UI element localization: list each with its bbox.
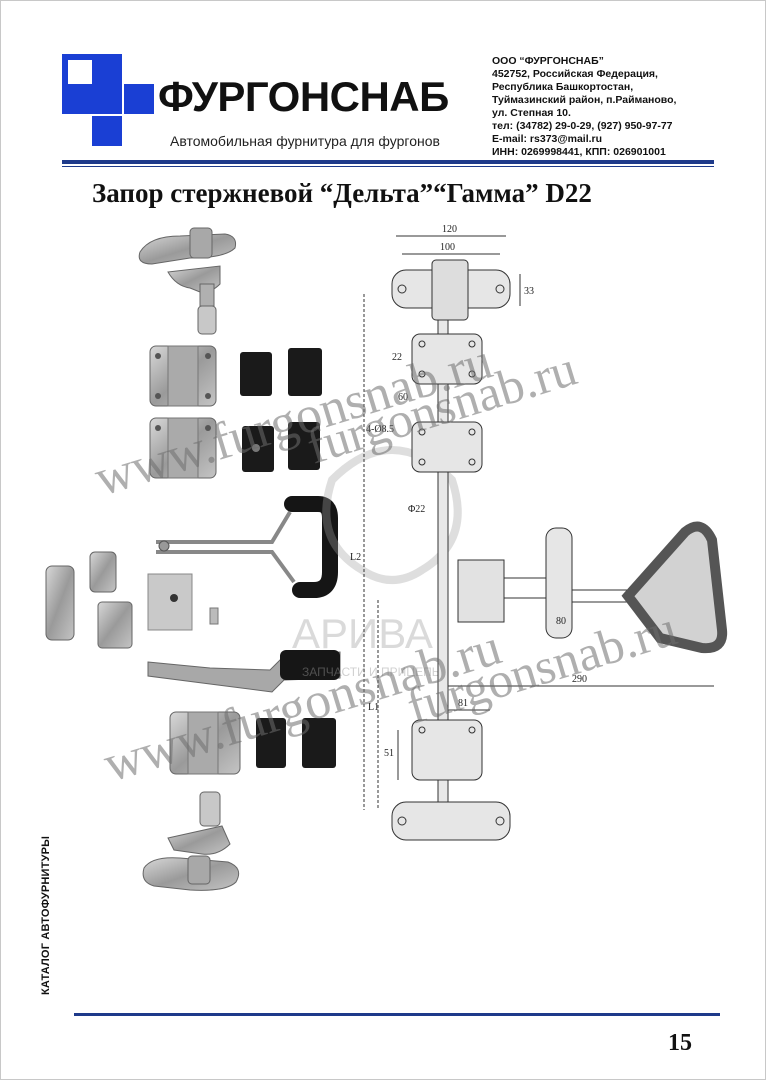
brand-name: ФУРГОНСНАБ bbox=[158, 73, 449, 120]
dim-33: 33 bbox=[524, 286, 534, 297]
dim-51: 51 bbox=[384, 748, 394, 759]
catalog-sidebar-label: КАТАЛОГ АВТОФУРНИТУРЫ bbox=[40, 835, 52, 995]
small-bracket-part bbox=[45, 551, 219, 649]
ariva-sub: ЗАПЧАСТИ И ПРИЦЕПЫ bbox=[302, 665, 442, 679]
dim-L2: L2 bbox=[350, 552, 361, 563]
header-divider-thin bbox=[62, 166, 714, 167]
technical-drawing: 120 100 33 22 60 4-Ø8.5 Φ22 L2 L1 290 81… bbox=[350, 224, 728, 841]
dim-81: 81 bbox=[458, 698, 468, 709]
email-line: E-mail: rs373@mail.ru bbox=[492, 133, 603, 145]
brand-logo-icon bbox=[62, 54, 154, 146]
latch-top-part bbox=[138, 227, 236, 335]
dim-L1: L1 bbox=[368, 702, 379, 713]
ariva-name: АРИВА bbox=[292, 610, 433, 657]
header-divider bbox=[62, 160, 714, 164]
phone-line: тел: (34782) 29-0-29, (927) 950-97-77 bbox=[492, 120, 673, 132]
dim-290: 290 bbox=[572, 674, 587, 685]
address-line: ул. Степная 10. bbox=[492, 107, 571, 119]
latch-bottom-part bbox=[142, 791, 240, 891]
inn-line: ИНН: 0269998441, КПП: 026901001 bbox=[492, 146, 666, 158]
address-line: Республика Башкортостан, bbox=[492, 81, 634, 93]
dim-120: 120 bbox=[442, 224, 457, 235]
bracket-part-bottom bbox=[169, 711, 336, 775]
dim-80: 80 bbox=[556, 616, 566, 627]
handle-part bbox=[156, 496, 338, 598]
page-number: 15 bbox=[668, 1030, 692, 1056]
footer-divider bbox=[74, 1013, 720, 1016]
brand-tagline: Автомобильная фурнитура для фургонов bbox=[170, 133, 440, 149]
dim-phi22: Φ22 bbox=[408, 504, 425, 515]
contact-block: ООО “ФУРГОНСНАБ” 452752, Российская Феде… bbox=[492, 55, 676, 159]
address-line: Туймазинский район, п.Райманово, bbox=[492, 94, 677, 106]
dim-4x85: 4-Ø8.5 bbox=[366, 424, 394, 435]
parts-illustration bbox=[45, 227, 341, 891]
ariva-logo-icon: АРИВА ЗАПЧАСТИ И ПРИЦЕПЫ bbox=[292, 446, 462, 679]
bracket-part bbox=[149, 345, 217, 479]
bushing-part bbox=[240, 348, 322, 472]
dim-100: 100 bbox=[440, 242, 455, 253]
address-line: 452752, Российская Федерация, bbox=[492, 68, 658, 80]
lever-part bbox=[147, 650, 341, 693]
dim-60: 60 bbox=[398, 392, 408, 403]
company-name: ООО “ФУРГОНСНАБ” bbox=[492, 55, 604, 67]
page-title: Запор стержневой “Дельта”“Гамма” D22 bbox=[92, 178, 592, 208]
dim-22: 22 bbox=[392, 352, 402, 363]
